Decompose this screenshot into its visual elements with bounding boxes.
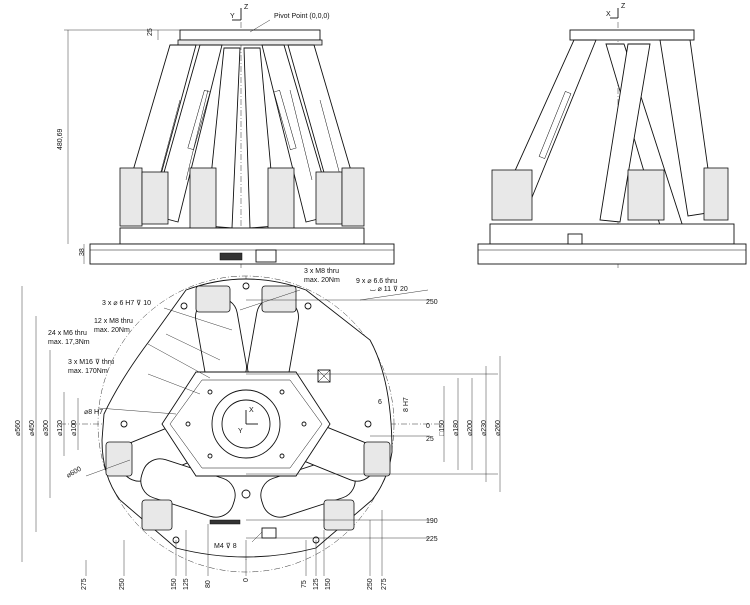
callout-m6-24-torque: max. 17,3Nm xyxy=(48,339,90,346)
right-dimensions: 0 □150 ⌀180 ⌀200 ⌀230 ⌀260 250 25 190 22… xyxy=(246,299,502,543)
dim-bottom-10: 275 xyxy=(381,578,388,590)
central-bore-inner xyxy=(221,399,271,449)
dim-bottom-0: 275 xyxy=(81,578,88,590)
callout-m16: 3 x M16 ⊽ thru xyxy=(68,359,114,366)
dim-right-1: □150 xyxy=(439,420,446,436)
dim-bottom-1: 250 xyxy=(119,578,126,590)
dim-bottom-7: 125 xyxy=(313,578,320,590)
front-axis-z: Z xyxy=(244,4,249,11)
dim-right-val-0: 250 xyxy=(426,299,438,306)
callout-d8h7: ⌀8 H7 xyxy=(84,409,103,416)
dim-right-4: ⌀230 xyxy=(481,420,488,436)
side-motor-right xyxy=(703,167,729,221)
dim-top-plate: 25 xyxy=(147,28,154,36)
dim-left-4: ⌀100 xyxy=(71,420,78,436)
callout-m16-torque: max. 170Nm xyxy=(68,368,108,375)
top-axis-y: Y xyxy=(238,428,243,435)
side-top-plate xyxy=(569,29,695,41)
dim-bottom-9: 250 xyxy=(367,578,374,590)
dim-right-val-1: 25 xyxy=(426,436,434,443)
callout-m6-24: 24 x M6 thru xyxy=(48,330,87,337)
dim-left-2: ⌀300 xyxy=(43,420,50,436)
side-view: X Z xyxy=(477,3,747,268)
side-base-plate xyxy=(477,243,747,265)
dim-bottom-2: 150 xyxy=(171,578,178,590)
dim-height: 480,69 xyxy=(57,128,64,150)
front-motor-right xyxy=(341,167,365,227)
dim-right-val-2: 190 xyxy=(426,518,438,525)
dim-left-3: ⌀120 xyxy=(57,420,64,436)
bottom-dimensions: 275 250 150 125 80 0 75 125 150 250 275 xyxy=(81,510,388,590)
front-view: Y Z Pivot Point (0,0,0) 25 480,69 38 xyxy=(57,4,395,268)
left-dimensions: ⌀560 ⌀450 ⌀300 ⌀120 ⌀100 xyxy=(15,286,79,562)
dim-left-1: ⌀450 xyxy=(29,420,36,436)
dim-right-2: ⌀180 xyxy=(453,420,460,436)
dim-left-0: ⌀560 xyxy=(15,420,22,436)
callout-m8-top: 3 x M8 thru xyxy=(304,268,339,275)
pivot-label: Pivot Point (0,0,0) xyxy=(274,13,330,20)
callout-hole-6h7: 3 x ⌀ 6 H7 ⊽ 10 xyxy=(102,300,151,307)
callout-m4: M4 ⊽ 8 xyxy=(214,543,237,550)
dim-base: 38 xyxy=(79,248,86,256)
callout-m8-top-torque: max. 20Nm xyxy=(304,277,340,284)
callout-m8-12-torque: max. 20Nm xyxy=(94,327,130,334)
dim-bottom-8: 150 xyxy=(325,578,332,590)
dim-bottom-5: 0 xyxy=(243,578,250,582)
dim-bottom-4: 80 xyxy=(205,580,212,588)
callout-hole-66-cb: ⌴ ⌀ 11 ⊽ 20 xyxy=(370,286,408,293)
callout-hole-66: 9 x ⌀ 6.6 thru xyxy=(356,278,397,285)
dim-right-5: ⌀260 xyxy=(495,420,502,436)
top-axis-x: X xyxy=(249,407,254,414)
base-connector xyxy=(209,519,241,525)
bolt-holes xyxy=(120,282,372,544)
callout-dim-8h7: 8 H7 xyxy=(403,397,410,412)
side-axis-z: Z xyxy=(621,3,626,10)
callout-m8-12: 12 x M8 thru xyxy=(94,318,133,325)
side-motor-left xyxy=(491,169,533,221)
front-axis-y: Y xyxy=(230,13,235,20)
top-view: X Y 3 x M8 thru max. 20Nm xyxy=(15,268,502,590)
dim-right-3: ⌀200 xyxy=(467,420,474,436)
front-motor-left xyxy=(119,167,143,227)
front-connector xyxy=(219,252,243,261)
dim-right-0: 0 xyxy=(426,423,430,430)
dim-bottom-6: 75 xyxy=(301,580,308,588)
front-top-plate xyxy=(179,29,321,41)
callout-dim-6: 6 xyxy=(378,399,382,406)
dim-bottom-3: 125 xyxy=(183,578,190,590)
dim-right-val-3: 225 xyxy=(426,536,438,543)
callout-d600: ⌀600 xyxy=(66,466,83,480)
side-axis-x: X xyxy=(606,11,611,18)
